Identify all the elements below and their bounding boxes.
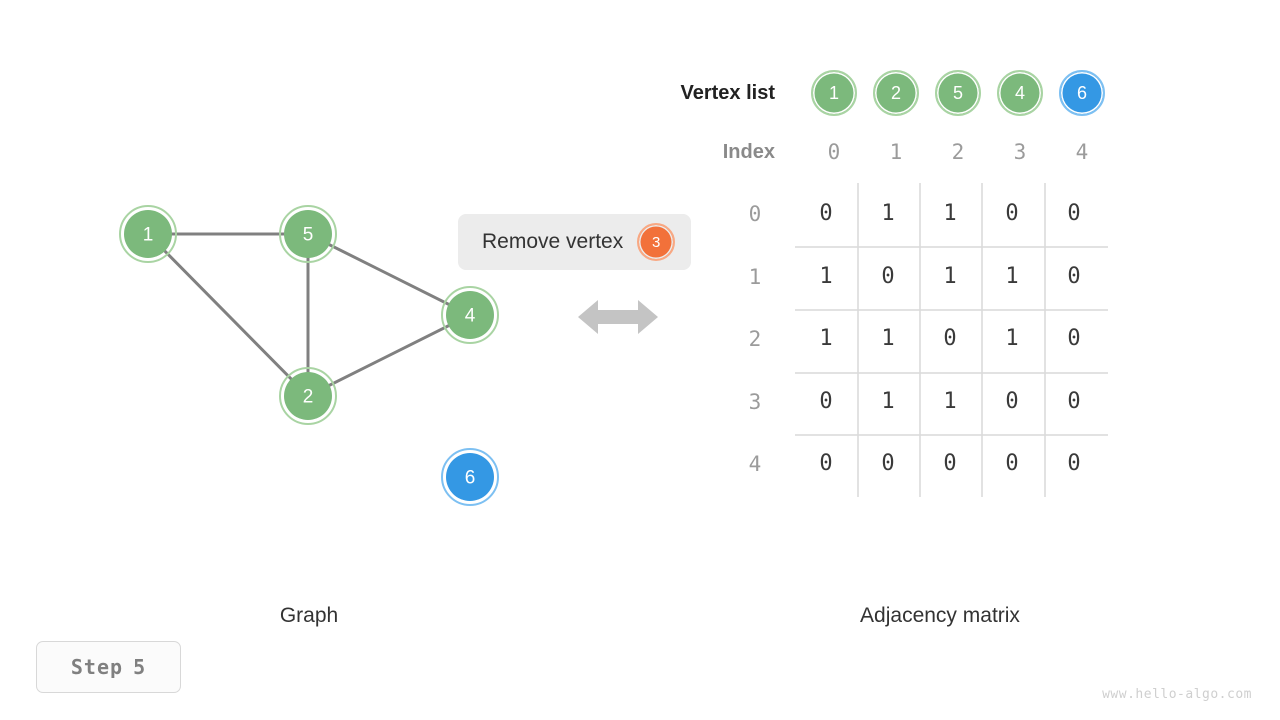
index-cell: 4 (1075, 140, 1089, 164)
graph-node-label: 1 (143, 225, 154, 246)
vertex-chip-label: 2 (890, 82, 901, 103)
matrix-cell: 0 (881, 264, 895, 289)
matrix-row-label: 3 (748, 390, 762, 414)
matrix-cell: 1 (943, 389, 957, 414)
matrix-cell: 1 (881, 326, 895, 351)
matrix-row-label: 0 (748, 202, 762, 226)
operation-pill[interactable]: Remove vertex 3 (458, 214, 692, 270)
graph-nodes: 1 5 4 2 6 (119, 205, 499, 506)
matrix-cell: 1 (943, 264, 957, 289)
graph-node-label: 2 (303, 387, 314, 408)
matrix-cell: 0 (1067, 264, 1081, 289)
adjacency-matrix-panel: Vertex list Index 1 2 5 4 6 0 1 2 3 4 0 1 2 3 4 0 1 1 0… (640, 0, 1280, 560)
matrix-cell: 0 (1005, 451, 1019, 476)
vertex-chip-label: 6 (1076, 82, 1087, 103)
matrix-cell: 1 (881, 389, 895, 414)
matrix-cell: 1 (943, 201, 957, 226)
caption-adjacency-matrix: Adjacency matrix (860, 604, 1020, 627)
vertex-chip-label: 4 (1014, 82, 1025, 103)
matrix-cell: 0 (1005, 389, 1019, 414)
graph-edges (146, 232, 471, 398)
graph-node-5[interactable]: 5 (279, 205, 337, 263)
operation-badge-value: 3 (652, 233, 661, 251)
index-cell: 2 (951, 140, 965, 164)
matrix-cell: 1 (1005, 326, 1019, 351)
vertex-chip-label: 5 (952, 82, 963, 103)
matrix-row-label: 1 (748, 265, 762, 289)
matrix-cell: 0 (1005, 201, 1019, 226)
operation-label: Remove vertex (482, 230, 624, 253)
graph-node-label: 4 (465, 306, 476, 327)
graph-node-label: 5 (303, 225, 314, 246)
graph-edge (307, 232, 471, 317)
matrix-cell: 0 (1067, 201, 1081, 226)
caption-graph: Graph (279, 604, 339, 627)
graph-edge (307, 313, 471, 398)
matrix-cell: 0 (819, 451, 833, 476)
index-cell: 0 (827, 140, 841, 164)
operation-badge: 3 (637, 223, 676, 261)
matrix-cell: 0 (1067, 326, 1081, 351)
matrix-cell: 0 (1067, 451, 1081, 476)
matrix-cell: 0 (881, 451, 895, 476)
double-arrow-horizontal-icon (578, 300, 658, 334)
vertex-chip-1[interactable]: 1 (811, 70, 857, 116)
matrix-cell: 0 (1067, 389, 1081, 414)
matrix-cell: 0 (943, 451, 957, 476)
watermark: www.hello-algo.com (1102, 687, 1252, 702)
vertex-chip-label: 1 (828, 82, 839, 103)
index-cell: 1 (889, 140, 903, 164)
step-label: Step (70, 655, 124, 679)
matrix-cell: 0 (819, 201, 833, 226)
graph-node-2[interactable]: 2 (279, 367, 337, 425)
matrix-cell: 1 (1005, 264, 1019, 289)
matrix-gridlines (795, 183, 1108, 497)
matrix-cell: 0 (943, 326, 957, 351)
step-value: 5 (133, 655, 147, 679)
vertex-chip-2[interactable]: 2 (873, 70, 919, 116)
index-cell: 3 (1013, 140, 1027, 164)
vertex-chip-6[interactable]: 6 (1059, 70, 1105, 116)
matrix-cell: 1 (819, 264, 833, 289)
vertex-chip-5[interactable]: 5 (935, 70, 981, 116)
step-indicator: Step 5 (36, 641, 181, 693)
matrix-row-label: 2 (748, 327, 762, 351)
matrix-cell: 0 (819, 389, 833, 414)
graph-node-4[interactable]: 4 (441, 286, 499, 344)
graph-edge (146, 232, 310, 398)
graph-node-1[interactable]: 1 (119, 205, 177, 263)
graph-node-label: 6 (465, 468, 476, 489)
index-label: Index (722, 141, 775, 163)
matrix-cell: 1 (819, 326, 833, 351)
vertex-chip-4[interactable]: 4 (997, 70, 1043, 116)
vertex-list-label: Vertex list (680, 82, 775, 104)
graph-node-6[interactable]: 6 (441, 448, 499, 506)
matrix-cell: 1 (881, 201, 895, 226)
matrix-row-label: 4 (748, 452, 762, 476)
graph-diagram: 1 5 4 2 6 (119, 205, 499, 506)
